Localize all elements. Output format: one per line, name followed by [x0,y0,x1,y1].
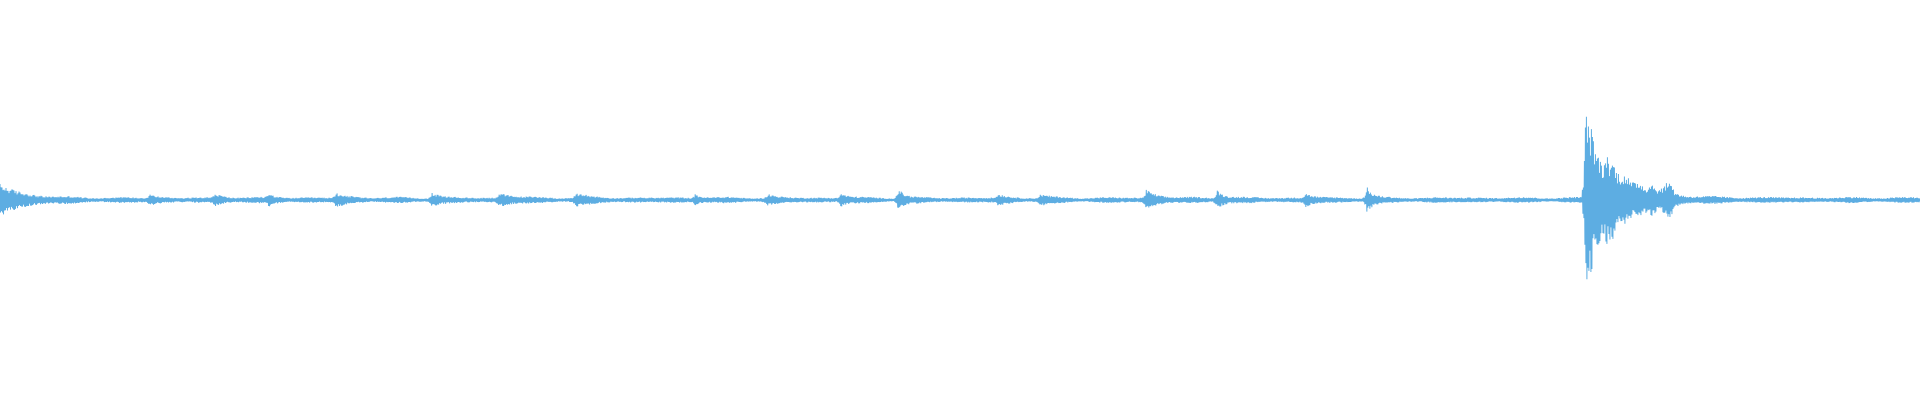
waveform-trace [0,116,1920,280]
